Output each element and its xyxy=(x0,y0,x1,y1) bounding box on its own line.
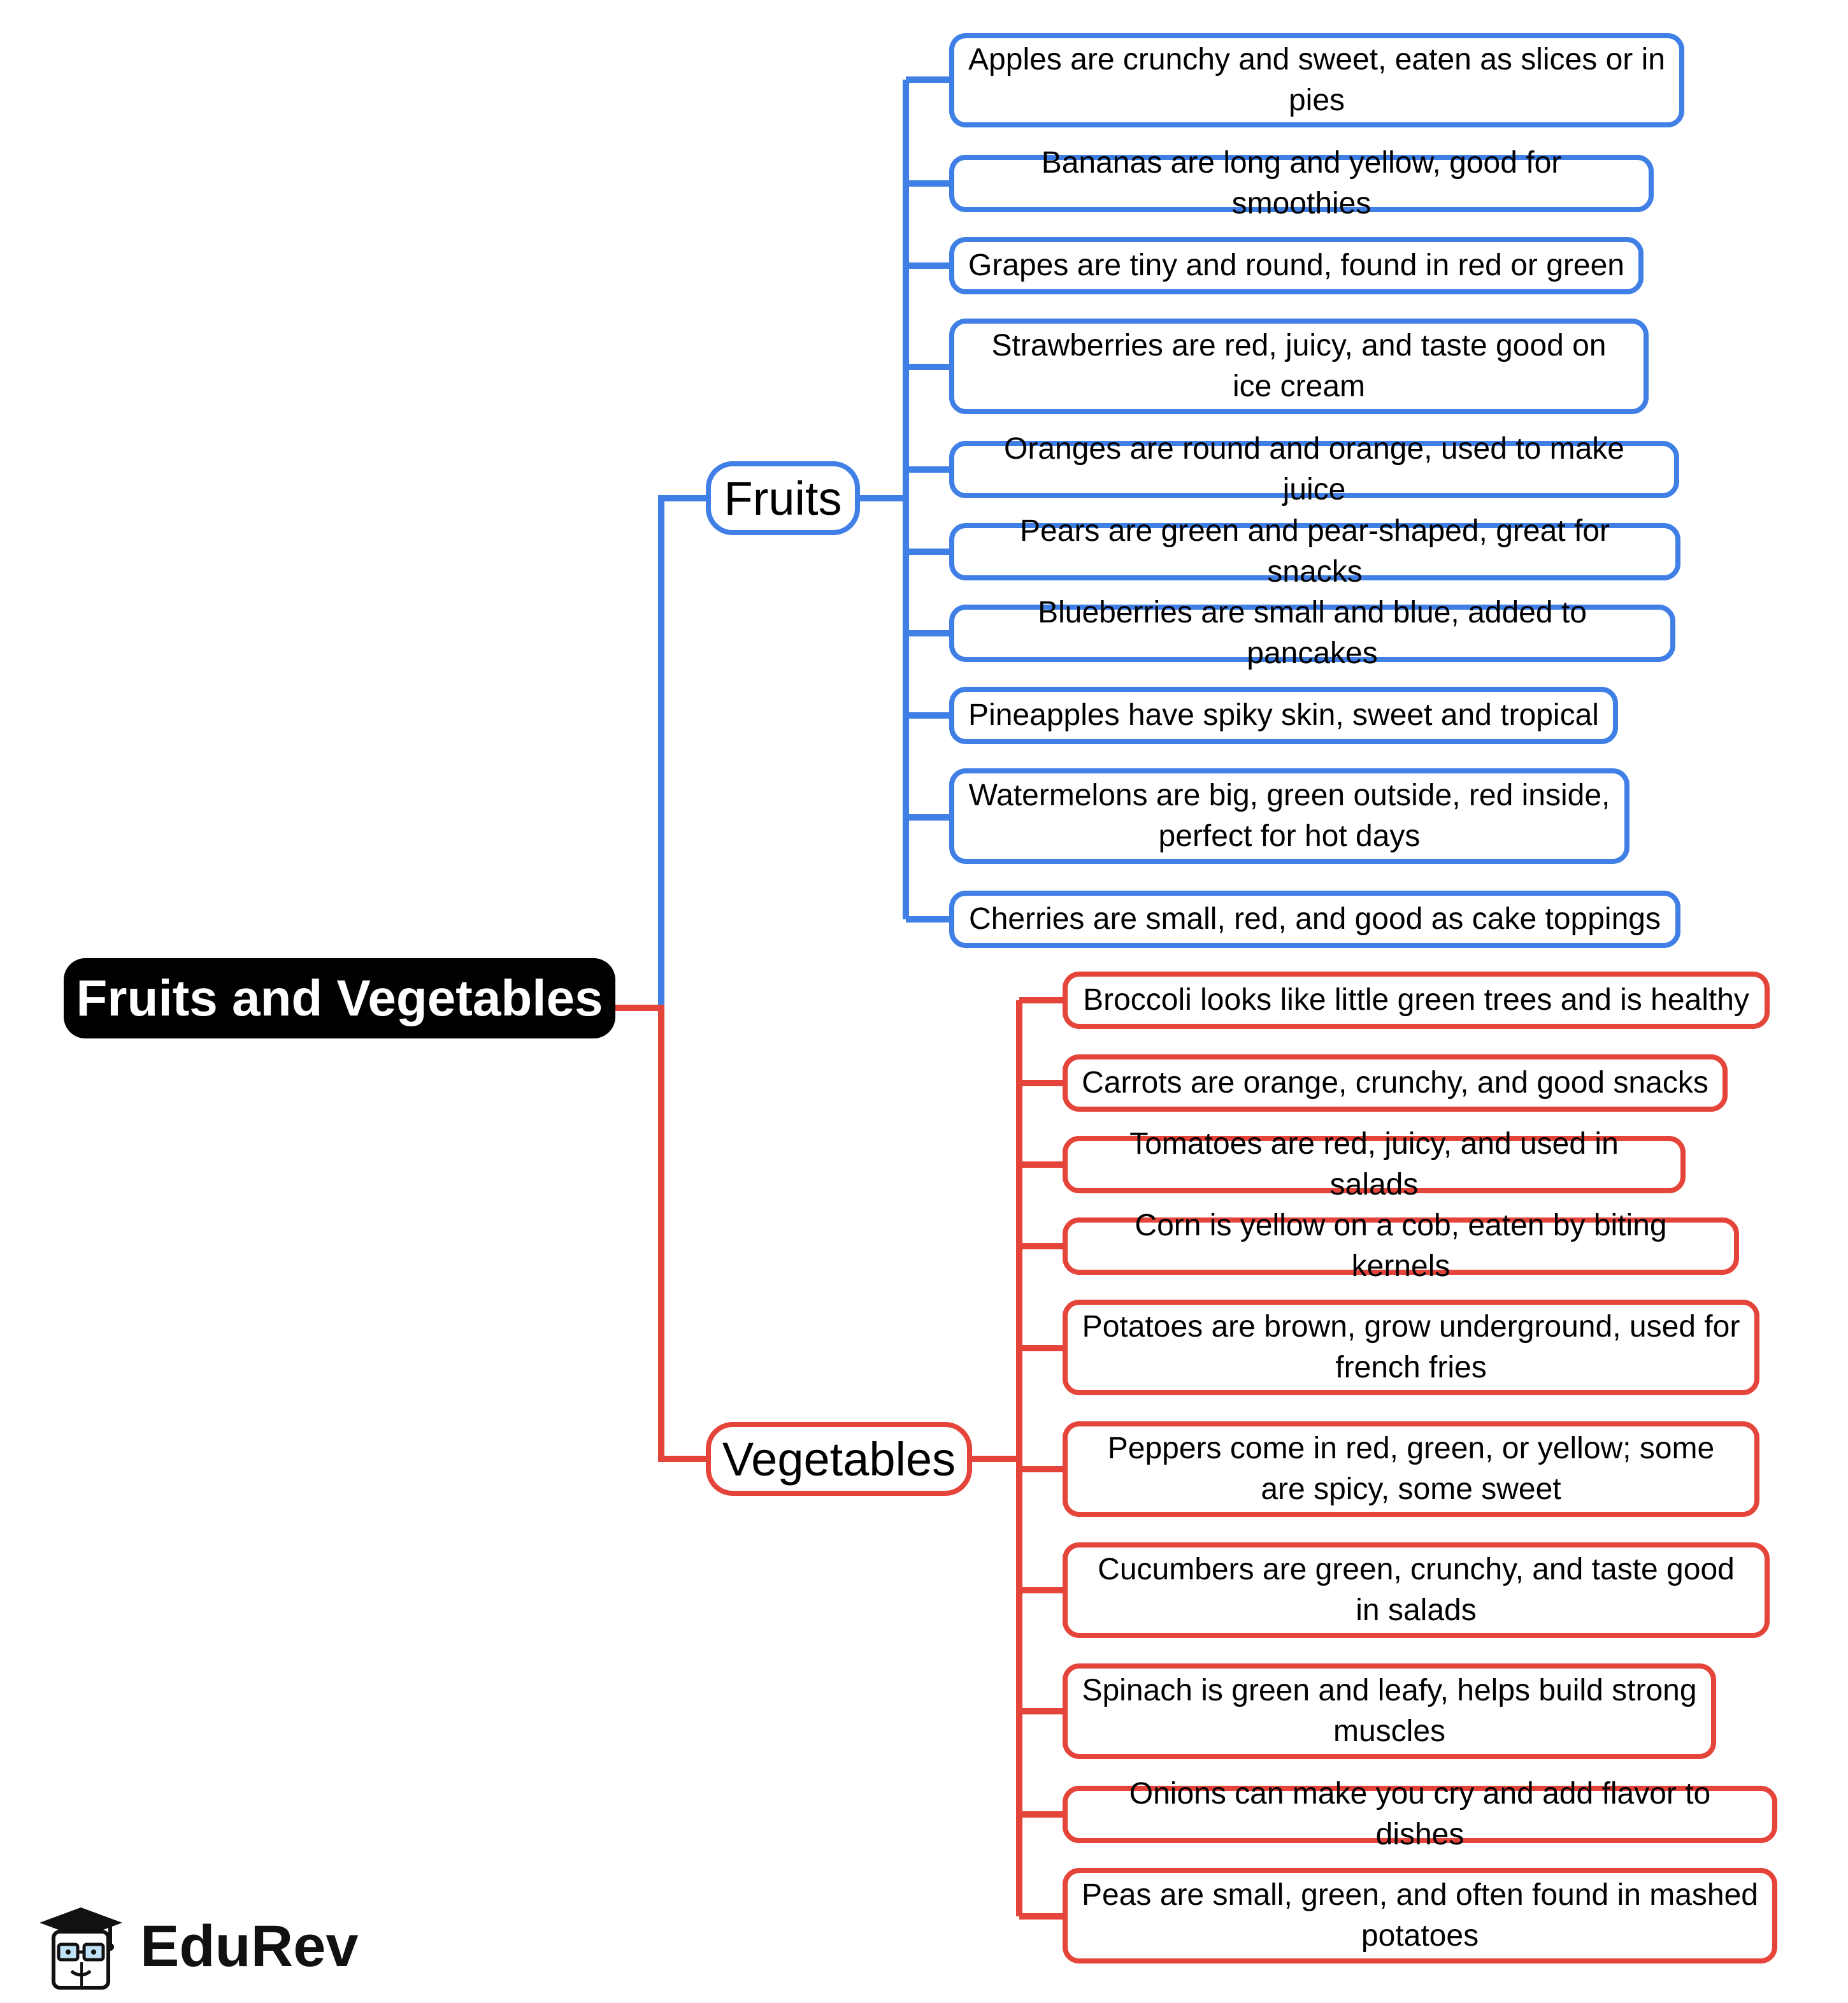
fruit-node[interactable]: Blueberries are small and blue, added to… xyxy=(949,596,1675,670)
branch-label: Vegetables xyxy=(722,1432,956,1486)
root-node[interactable]: Fruits and Vegetables xyxy=(64,958,615,1038)
fruit-text: Oranges are round and orange, used to ma… xyxy=(1004,432,1624,506)
branch-node-vegetables[interactable]: Vegetables xyxy=(706,1422,972,1496)
vegetable-node[interactable]: Spinach is green and leafy, helps build … xyxy=(1063,1663,1716,1759)
fruit-text: Pears are green and pear-shaped, great f… xyxy=(1020,514,1610,589)
vegetable-text: Tomatoes are red, juicy, and used in sal… xyxy=(1129,1127,1619,1202)
fruit-node[interactable]: Oranges are round and orange, used to ma… xyxy=(949,432,1679,506)
logo-text: EduRev xyxy=(140,1913,359,1979)
vegetable-text: Potatoes are brown, grow underground, us… xyxy=(1082,1310,1740,1384)
fruit-text: Bananas are long and yellow, good for sm… xyxy=(1041,146,1562,220)
fruit-node[interactable]: Grapes are tiny and round, found in red … xyxy=(949,237,1644,294)
fruit-node[interactable]: Watermelons are big, green outside, red … xyxy=(949,768,1630,864)
fruit-text: Strawberries are red, juicy, and taste g… xyxy=(991,329,1607,403)
vegetable-node[interactable]: Peppers come in red, green, or yellow; s… xyxy=(1063,1421,1759,1517)
vegetable-text: Peppers come in red, green, or yellow; s… xyxy=(1107,1432,1715,1506)
fruit-node[interactable]: Pears are green and pear-shaped, great f… xyxy=(949,514,1680,589)
fruit-node[interactable]: Apples are crunchy and sweet, eaten as s… xyxy=(949,33,1684,127)
branch-node-fruits[interactable]: Fruits xyxy=(706,461,860,535)
vegetable-text: Peas are small, green, and often found i… xyxy=(1082,1878,1758,1953)
edurev-logo: EduRev xyxy=(33,1899,359,1994)
fruit-text: Blueberries are small and blue, added to… xyxy=(1038,596,1587,670)
graduation-cap-mascot-icon xyxy=(39,1907,122,1990)
vegetable-node[interactable]: Onions can make you cry and add flavor t… xyxy=(1063,1777,1777,1851)
vegetable-node[interactable]: Carrots are orange, crunchy, and good sn… xyxy=(1063,1054,1728,1112)
vegetable-node[interactable]: Broccoli looks like little green trees a… xyxy=(1063,972,1770,1029)
vegetable-node[interactable]: Tomatoes are red, juicy, and used in sal… xyxy=(1063,1127,1686,1202)
fruit-node[interactable]: Pineapples have spiky skin, sweet and tr… xyxy=(949,687,1618,744)
fruit-text: Grapes are tiny and round, found in red … xyxy=(968,248,1624,282)
fruit-text: Pineapples have spiky skin, sweet and tr… xyxy=(968,698,1599,732)
branch-label: Fruits xyxy=(724,471,842,525)
vegetable-text: Carrots are orange, crunchy, and good sn… xyxy=(1082,1066,1708,1100)
root-to-vegetables-connector xyxy=(615,1005,708,1462)
vegetable-text: Corn is yellow on a cob, eaten by biting… xyxy=(1135,1209,1667,1283)
fruit-node[interactable]: Strawberries are red, juicy, and taste g… xyxy=(949,319,1649,414)
vegetable-node[interactable]: Corn is yellow on a cob, eaten by biting… xyxy=(1063,1209,1739,1283)
vegetable-node[interactable]: Cucumbers are green, crunchy, and taste … xyxy=(1063,1542,1770,1638)
vegetable-text: Spinach is green and leafy, helps build … xyxy=(1082,1674,1697,1748)
fruit-text: Watermelons are big, green outside, red … xyxy=(968,779,1610,853)
vegetable-text: Broccoli looks like little green trees a… xyxy=(1083,983,1749,1017)
vegetable-node[interactable]: Potatoes are brown, grow underground, us… xyxy=(1063,1300,1759,1395)
fruit-node[interactable]: Cherries are small, red, and good as cak… xyxy=(949,891,1680,948)
vegetable-text: Cucumbers are green, crunchy, and taste … xyxy=(1098,1553,1735,1627)
fruit-text: Apples are crunchy and sweet, eaten as s… xyxy=(968,43,1665,117)
vegetable-node[interactable]: Peas are small, green, and often found i… xyxy=(1063,1868,1777,1964)
root-to-fruits-connector xyxy=(615,495,708,1011)
root-label: Fruits and Vegetables xyxy=(76,970,603,1026)
vegetable-text: Onions can make you cry and add flavor t… xyxy=(1129,1777,1711,1851)
fruit-node[interactable]: Bananas are long and yellow, good for sm… xyxy=(949,146,1654,220)
fruit-text: Cherries are small, red, and good as cak… xyxy=(969,902,1661,936)
